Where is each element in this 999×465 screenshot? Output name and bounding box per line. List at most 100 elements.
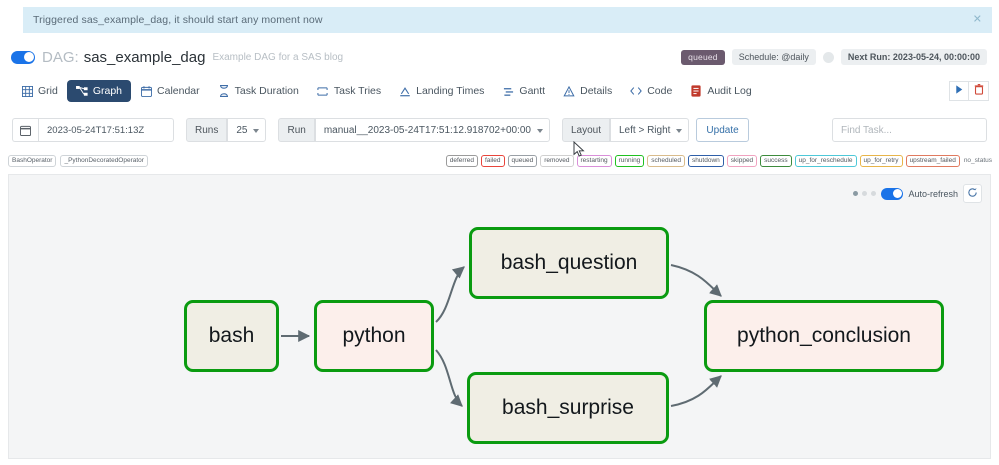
dag-header-right: queued Schedule: @daily Next Run: 2023-0… bbox=[681, 49, 999, 65]
alert-close-icon[interactable]: ✕ bbox=[972, 13, 982, 26]
landing-icon bbox=[399, 85, 411, 97]
auto-refresh-controls: Auto-refresh bbox=[853, 184, 982, 203]
delete-dag-button[interactable] bbox=[969, 81, 989, 101]
dag-schedule: Schedule: @daily bbox=[731, 49, 816, 65]
operator-legend: BashOperator _PythonDecoratedOperator bbox=[8, 154, 148, 168]
tab-grid[interactable]: Grid bbox=[12, 80, 67, 102]
calendar-picker-icon[interactable] bbox=[12, 118, 38, 142]
dag-state-badge: queued bbox=[681, 49, 725, 65]
tab-task-duration[interactable]: Task Duration bbox=[209, 80, 308, 102]
status-chip-scheduled: scheduled bbox=[647, 154, 685, 168]
info-icon[interactable] bbox=[822, 51, 834, 63]
dag-pause-toggle[interactable] bbox=[11, 50, 35, 64]
status-chip-failed: failed bbox=[480, 154, 505, 168]
dag-name: sas_example_dag bbox=[83, 48, 206, 66]
trigger-dag-button[interactable] bbox=[949, 81, 969, 101]
tab-label: Task Duration bbox=[234, 85, 299, 97]
tab-label: Task Tries bbox=[333, 85, 382, 97]
status-chip-running: running bbox=[614, 154, 645, 168]
graph-edges bbox=[281, 264, 722, 407]
tab-label: Graph bbox=[92, 85, 123, 97]
gantt-icon bbox=[502, 85, 514, 97]
dag-next-run: Next Run: 2023-05-24, 00:00:00 bbox=[840, 49, 987, 65]
tab-label: Code bbox=[647, 85, 673, 97]
tab-graph[interactable]: Graph bbox=[66, 80, 132, 102]
status-chip-removed: removed bbox=[540, 154, 574, 168]
auto-refresh-toggle[interactable] bbox=[881, 187, 904, 200]
pagination-dots[interactable] bbox=[853, 191, 877, 196]
run-date-input[interactable]: 2023-05-24T17:51:13Z bbox=[38, 118, 174, 142]
dag-action-buttons bbox=[949, 81, 999, 101]
task-node-label: python bbox=[342, 324, 406, 347]
find-task-input[interactable]: Find Task... bbox=[832, 118, 987, 142]
runs-label: Runs bbox=[186, 118, 228, 142]
runs-group: Runs 25 bbox=[186, 118, 267, 142]
run-select[interactable]: manual__2023-05-24T17:51:12.918702+00:00 bbox=[314, 118, 550, 142]
dag-tabs: Grid Graph Calendar Task Duration Task T… bbox=[0, 76, 999, 106]
date-picker-group: 2023-05-24T17:51:13Z bbox=[12, 118, 174, 142]
task-node-bash[interactable]: bash bbox=[184, 300, 279, 372]
tab-calendar[interactable]: Calendar bbox=[131, 80, 209, 102]
task-node-bash-question[interactable]: bash_question bbox=[469, 227, 669, 299]
operator-chip[interactable]: BashOperator bbox=[8, 154, 57, 168]
refresh-button[interactable] bbox=[963, 184, 982, 203]
status-chip-no-status: no_status bbox=[963, 157, 992, 165]
mouse-cursor bbox=[573, 140, 585, 161]
code-icon bbox=[630, 85, 643, 97]
graph-controls: 2023-05-24T17:51:13Z Runs 25 Run manual_… bbox=[0, 117, 999, 143]
tab-label: Calendar bbox=[157, 85, 200, 97]
task-node-label: bash_question bbox=[500, 251, 638, 274]
task-node-python[interactable]: python bbox=[314, 300, 434, 372]
refresh-icon bbox=[967, 187, 978, 201]
legend-row: BashOperator _PythonDecoratedOperator de… bbox=[0, 152, 999, 170]
audit-log-icon bbox=[690, 85, 702, 97]
layout-label: Layout bbox=[561, 118, 610, 142]
grid-icon bbox=[21, 85, 33, 97]
status-chip-skipped: skipped bbox=[726, 154, 758, 168]
dot bbox=[862, 191, 868, 196]
status-chip-up-for-retry: up_for_retry bbox=[859, 154, 903, 168]
runs-select[interactable]: 25 bbox=[227, 118, 267, 142]
tab-label: Grid bbox=[38, 85, 58, 97]
dot bbox=[871, 191, 877, 196]
tab-audit-log[interactable]: Audit Log bbox=[681, 80, 760, 102]
tab-label: Gantt bbox=[519, 85, 546, 97]
details-icon bbox=[563, 85, 575, 97]
task-node-label: bash bbox=[208, 324, 255, 347]
delete-dag-icon bbox=[974, 83, 984, 98]
status-chip-up-for-reschedule: up_for_reschedule bbox=[794, 154, 857, 168]
graph-canvas[interactable]: Auto-refresh bash python bash_question bbox=[8, 174, 991, 459]
status-chip-deferred: deferred bbox=[445, 154, 478, 168]
status-legend: deferred failed queued removed restartin… bbox=[445, 154, 993, 168]
status-chip-restarting: restarting bbox=[576, 154, 612, 168]
hourglass-icon bbox=[218, 85, 230, 97]
run-group: Run manual__2023-05-24T17:51:12.918702+0… bbox=[278, 118, 550, 142]
trigger-dag-icon bbox=[954, 84, 965, 98]
tab-details[interactable]: Details bbox=[554, 80, 621, 102]
alert-banner: Triggered sas_example_dag, it should sta… bbox=[23, 7, 992, 33]
tab-code[interactable]: Code bbox=[621, 80, 681, 102]
tab-landing-times[interactable]: Landing Times bbox=[390, 80, 493, 102]
run-label: Run bbox=[278, 118, 315, 142]
operator-chip[interactable]: _PythonDecoratedOperator bbox=[60, 154, 148, 168]
task-node-label: bash_surprise bbox=[502, 396, 634, 419]
update-button[interactable]: Update bbox=[696, 118, 749, 142]
calendar-icon bbox=[140, 85, 152, 97]
tries-icon bbox=[317, 85, 329, 97]
graph-icon bbox=[75, 85, 88, 97]
layout-group: Layout Left > Right bbox=[561, 118, 690, 142]
dag-header: DAG: sas_example_dag Example DAG for a S… bbox=[0, 40, 999, 74]
layout-select[interactable]: Left > Right bbox=[610, 118, 690, 142]
tab-task-tries[interactable]: Task Tries bbox=[308, 80, 390, 102]
tab-label: Details bbox=[580, 85, 613, 97]
dot bbox=[853, 191, 859, 196]
task-node-python-conclusion[interactable]: python_conclusion bbox=[704, 300, 944, 372]
tab-gantt[interactable]: Gantt bbox=[493, 80, 554, 102]
task-node-bash-surprise[interactable]: bash_surprise bbox=[467, 372, 669, 444]
status-chip-success: success bbox=[760, 154, 792, 168]
tab-label: Landing Times bbox=[416, 85, 485, 97]
dag-description: Example DAG for a SAS blog bbox=[212, 51, 344, 63]
status-chip-queued: queued bbox=[507, 154, 538, 168]
auto-refresh-label: Auto-refresh bbox=[908, 188, 958, 199]
tab-label: Audit Log bbox=[707, 85, 752, 97]
